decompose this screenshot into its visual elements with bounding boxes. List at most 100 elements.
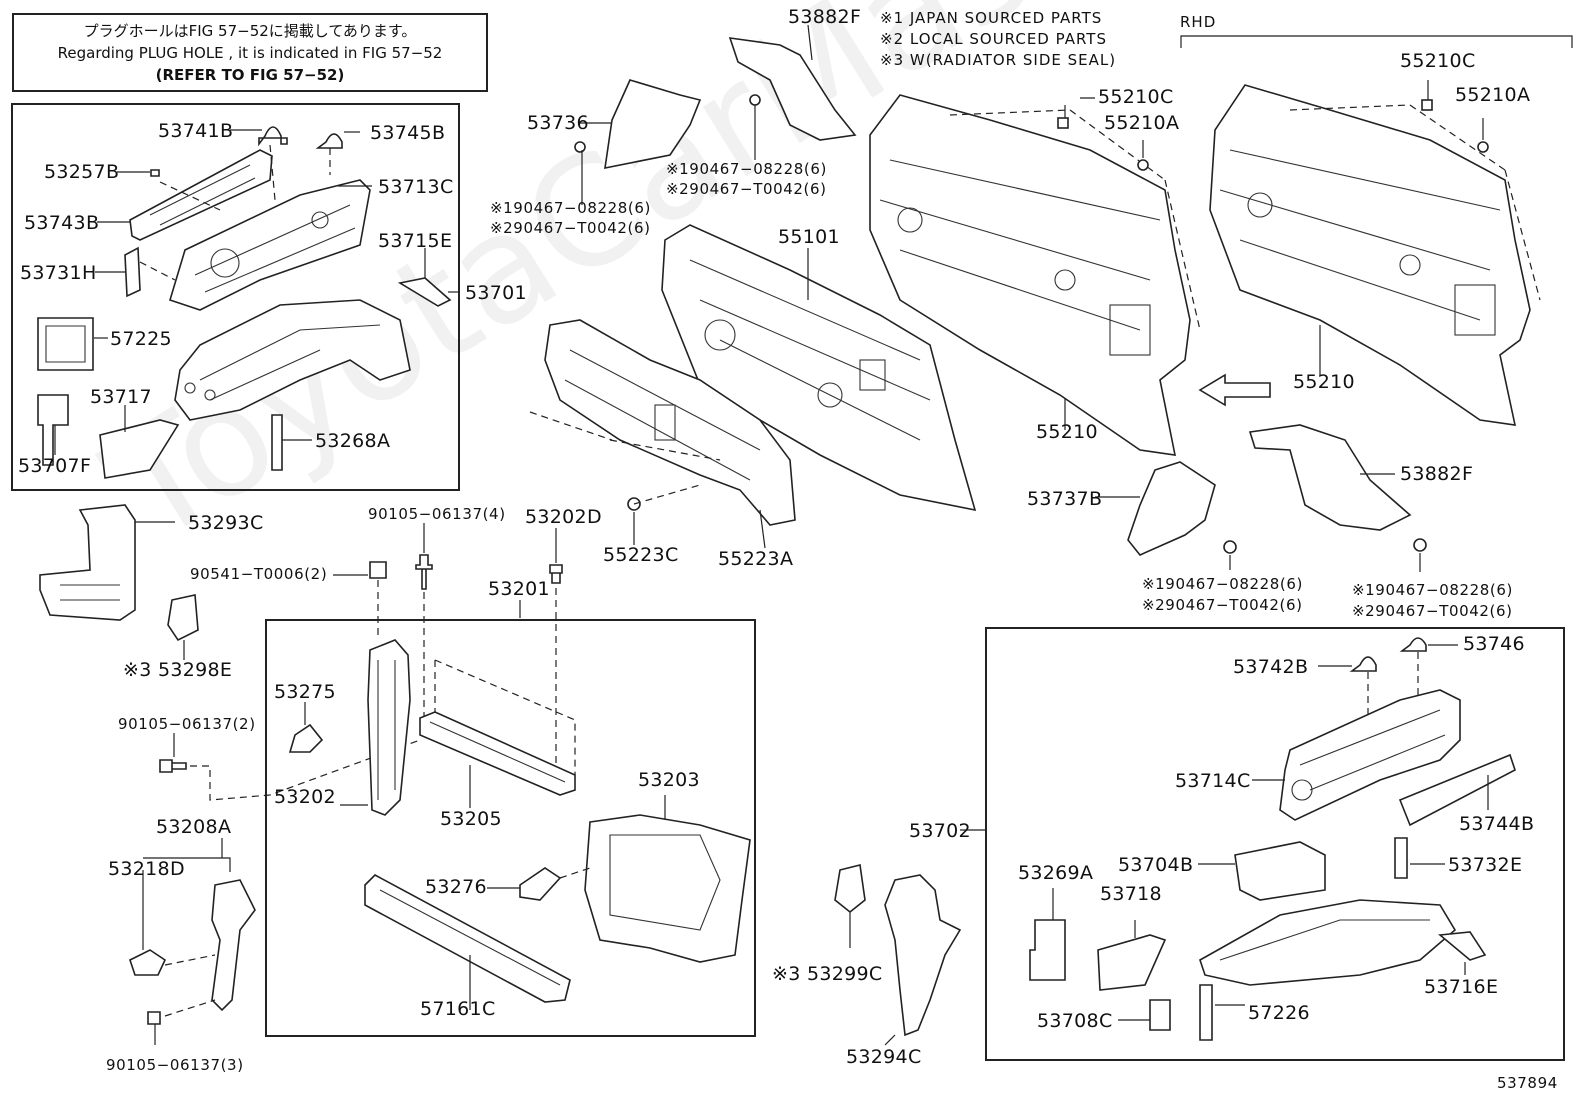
note-local-sourced: ※2 LOCAL SOURCED PARTS [880,30,1107,48]
label-clip-53737B-local: ※290467−T0042(6) [1142,596,1303,614]
label-53715E: 53715E [378,230,453,252]
part-53707F-bracket [37,394,69,466]
part-53743B-rail [129,149,273,241]
part-90105-bolt-4 [415,554,433,590]
clip-53736 [574,141,586,153]
part-53742B-clip [1349,656,1377,672]
label-53737B: 53737B [1027,488,1103,510]
label-90105-06137-2: 90105−06137(2) [118,715,256,733]
part-53717-plate [99,419,180,479]
part-55210-silencer-left [869,94,1191,456]
label-57226: 57226 [1248,1002,1310,1024]
part-53718-plate [1097,934,1167,991]
label-55223A: 55223A [718,548,794,570]
label-53716E: 53716E [1424,976,1499,998]
label-55210A-right: 55210A [1455,84,1531,106]
part-53299C-seal [834,864,866,914]
note-radiator-side-seal: ※3 W(RADIATOR SIDE SEAL) [880,51,1117,69]
label-53294C: 53294C [846,1046,922,1068]
part-53205-upper-support [419,711,576,796]
part-53275-bracket [288,723,324,753]
clip-55210C-right [1421,99,1433,111]
label-53882F-top: 53882F [788,6,862,28]
part-53741B-clip [258,126,288,147]
part-53737B-panel [1127,461,1216,556]
label-clip-53736-local: ※290467−T0042(6) [490,219,651,237]
notice-reference: (REFER TO FIG 57−52) [155,66,345,84]
clip-55210A-left [1137,159,1149,171]
label-53298E: ※3 53298E [123,659,233,681]
part-53745B-clip [315,133,343,149]
label-55210C-left: 55210C [1098,86,1174,108]
part-53293C-seal [39,504,136,621]
label-53882F-bottom: 53882F [1400,463,1474,485]
part-53202-support [367,639,411,816]
rhd-bracket [1180,35,1573,48]
label-55101: 55101 [778,226,840,248]
part-53731H-bracket [124,246,141,298]
label-53718: 53718 [1100,883,1162,905]
label-90105-06137-3: 90105−06137(3) [106,1056,244,1074]
rhd-label: RHD [1180,13,1217,31]
label-53707F: 53707F [18,455,92,477]
note-japan-sourced: ※1 JAPAN SOURCED PARTS [880,9,1103,27]
part-57161C-reinforcement [364,874,571,1003]
label-53208A: 53208A [156,816,232,838]
part-53744B-rail [1398,753,1516,827]
label-53742B: 53742B [1233,656,1309,678]
part-53294C-pillar [884,874,962,1037]
part-57226-frame [1199,984,1213,1041]
part-90541-grommet [369,561,387,579]
label-53714C: 53714C [1175,770,1251,792]
clip-55210A-right [1477,141,1489,153]
clip-53737B [1223,540,1237,554]
label-53743B: 53743B [24,212,100,234]
label-53203: 53203 [638,769,700,791]
part-53714C-apron [1279,689,1461,821]
part-53732E-bracket [1394,837,1408,879]
part-57225-frame [37,317,94,371]
part-53268A-bracket [271,414,283,471]
label-53736: 53736 [527,112,589,134]
label-53293C: 53293C [188,512,264,534]
plug-hole-notice: プラグホールはFIG 57−52に掲載してあります。 Regarding PLU… [12,13,488,92]
label-53713C: 53713C [378,176,454,198]
label-53704B: 53704B [1118,854,1194,876]
label-clip-53882F-local: ※290467−T0042(6) [666,180,827,198]
label-53257B: 53257B [44,161,120,183]
label-53202: 53202 [274,786,336,808]
label-53741B: 53741B [158,120,234,142]
part-53208A-support [211,879,256,1012]
label-53702: 53702 [909,820,971,842]
label-clip-53882F-bottom-japan: ※190467−08228(6) [1352,581,1513,599]
notice-japanese: プラグホールはFIG 57−52に掲載してあります。 [83,22,417,40]
label-53731H: 53731H [20,262,97,284]
part-53708C-bracket [1149,999,1171,1031]
part-53746-clip [1399,637,1427,652]
label-53745B: 53745B [370,122,446,144]
label-clip-53737B-japan: ※190467−08228(6) [1142,575,1303,593]
part-55101-dash-panel [661,224,977,512]
part-53203-lower-support [584,814,751,963]
part-90105-bolt-3 [147,1011,161,1025]
label-clip-53736-japan: ※190467−08228(6) [490,199,651,217]
part-53269A-bracket [1029,919,1066,981]
label-57225: 57225 [110,328,172,350]
label-53708C: 53708C [1037,1010,1113,1032]
group-box-53702 [985,627,1565,1061]
part-53202D-bolt [549,564,563,584]
label-90541-T0006: 90541−T0006(2) [190,565,328,583]
part-53736-panel [604,79,702,170]
part-53716E-brace [1438,931,1487,961]
label-55210-left: 55210 [1036,421,1098,443]
part-53715E-brace [397,277,452,307]
clip-53882F-top [749,94,761,106]
label-55210-right: 55210 [1293,371,1355,393]
label-53701: 53701 [465,282,527,304]
clip-53882F-bottom [1413,538,1427,552]
part-53276-bracket [519,867,562,901]
label-55210C-right: 55210C [1400,50,1476,72]
label-55210A-left: 55210A [1104,112,1180,134]
clip-55210C-left [1057,117,1069,129]
